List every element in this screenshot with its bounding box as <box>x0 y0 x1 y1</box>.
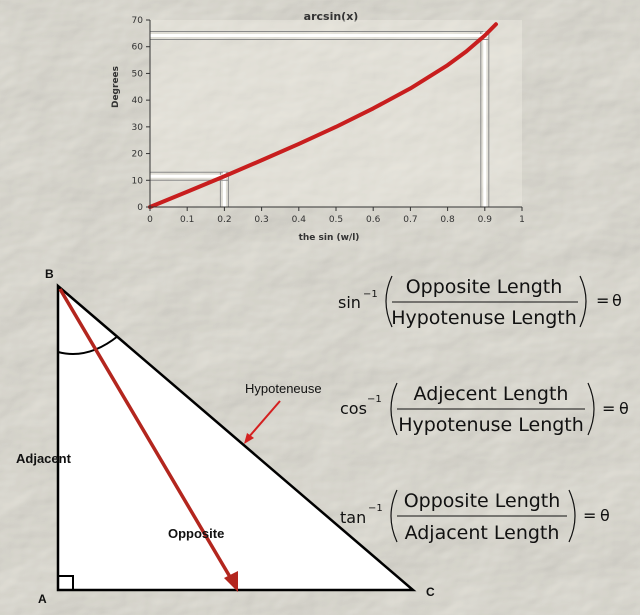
equation-denominator: Hypotenuse Length <box>391 307 577 329</box>
equation-function: sin <box>338 293 361 312</box>
x-tick-label: 0.9 <box>478 215 493 225</box>
x-tick-label: 0.1 <box>180 215 194 225</box>
x-tick-label: 0.6 <box>366 215 381 225</box>
equals-sign: = <box>583 506 596 525</box>
equation-denominator: Hypotenuse Length <box>398 414 584 436</box>
arrow-head <box>224 571 238 592</box>
equation-numerator: Opposite Length <box>404 490 561 512</box>
y-tick-label: 30 <box>132 123 144 133</box>
equation-numerator: Adjecent Length <box>414 383 569 405</box>
chart-x-axis-title: the sin (w/l) <box>299 233 360 243</box>
series-point <box>408 86 412 90</box>
right-parenthesis <box>568 489 576 543</box>
equation-inverse-superscript: −1 <box>367 394 382 405</box>
equation-function: tan <box>340 508 366 527</box>
x-tick-label: 0.2 <box>217 215 231 225</box>
x-tick-label: 0.4 <box>292 215 307 225</box>
equals-sign: = <box>602 399 615 418</box>
series-point <box>222 174 226 178</box>
right-parenthesis <box>579 275 587 328</box>
series-line-0 <box>148 22 498 209</box>
equation-result: θ <box>600 506 610 525</box>
chart-y-ticks: 0 10 20 30 40 50 60 70 <box>132 16 150 213</box>
equation-result: θ <box>612 291 622 310</box>
equation-arccos: cos −1 Adjecent Length Hypotenuse Length… <box>340 382 629 436</box>
angle-arc <box>57 335 119 355</box>
series-point <box>334 125 338 129</box>
x-tick-label: 0.3 <box>254 215 268 225</box>
right-parenthesis <box>587 382 595 436</box>
equation-inverse-superscript: −1 <box>368 503 383 514</box>
x-tick-label: 0.7 <box>403 215 417 225</box>
y-tick-label: 0 <box>137 203 143 213</box>
vertex-label-b: B <box>45 267 54 281</box>
hypotenuse-pointer-head <box>244 433 254 444</box>
x-tick-label: 0.5 <box>329 215 343 225</box>
series-point <box>185 190 189 194</box>
right-triangle: B A C Adjacent Opposite Hypoteneuse <box>16 267 435 606</box>
y-tick-label: 50 <box>132 69 144 79</box>
chart-plot-area <box>150 20 522 207</box>
equation-function: cos <box>340 399 367 418</box>
series-point <box>483 33 487 37</box>
y-tick-label: 20 <box>132 150 144 160</box>
left-parenthesis <box>385 275 393 328</box>
series-point <box>371 106 375 110</box>
chart-title: arcsin(x) <box>304 10 359 23</box>
series-point <box>260 158 264 162</box>
label-adjacent: Adjacent <box>16 451 72 466</box>
label-hypotenuse: Hypoteneuse <box>245 381 322 396</box>
vertex-label-a: A <box>38 592 47 606</box>
y-tick-label: 60 <box>132 43 144 53</box>
triangle-shape <box>56 283 417 592</box>
equation-numerator: Opposite Length <box>406 276 563 298</box>
series-point <box>446 63 450 67</box>
x-tick-label: 0.8 <box>440 215 455 225</box>
hypotenuse-pointer-line <box>247 400 281 439</box>
label-opposite: Opposite <box>168 526 224 541</box>
chart-y-axis-title: Degrees <box>111 66 121 108</box>
equation-inverse-superscript: −1 <box>363 289 378 300</box>
arrow-line <box>58 288 235 583</box>
y-tick-label: 10 <box>132 176 144 186</box>
x-tick-label: 1 <box>519 215 525 225</box>
equation-result: θ <box>619 399 629 418</box>
left-parenthesis <box>390 382 398 436</box>
left-parenthesis <box>390 489 398 543</box>
right-angle-marker <box>57 575 74 591</box>
equation-arctan: tan −1 Opposite Length Adjacent Length =… <box>340 489 610 544</box>
chart-series-group <box>148 22 498 209</box>
equals-sign: = <box>596 291 609 310</box>
series-point <box>464 50 468 54</box>
y-tick-label: 40 <box>132 96 144 106</box>
chart-plot-background <box>150 20 522 207</box>
series-point <box>494 22 498 26</box>
equation-arcsin: sin −1 Opposite Length Hypotenuse Length… <box>338 275 622 329</box>
series-point <box>297 142 301 146</box>
vertex-label-c: C <box>426 585 435 599</box>
equation-denominator: Adjacent Length <box>405 522 560 544</box>
x-tick-label: 0 <box>147 215 153 225</box>
y-tick-label: 70 <box>132 16 144 26</box>
chart-x-ticks: 0 0.1 0.2 0.3 0.4 0.5 0.6 0.7 0.8 0.9 1 <box>147 207 525 225</box>
